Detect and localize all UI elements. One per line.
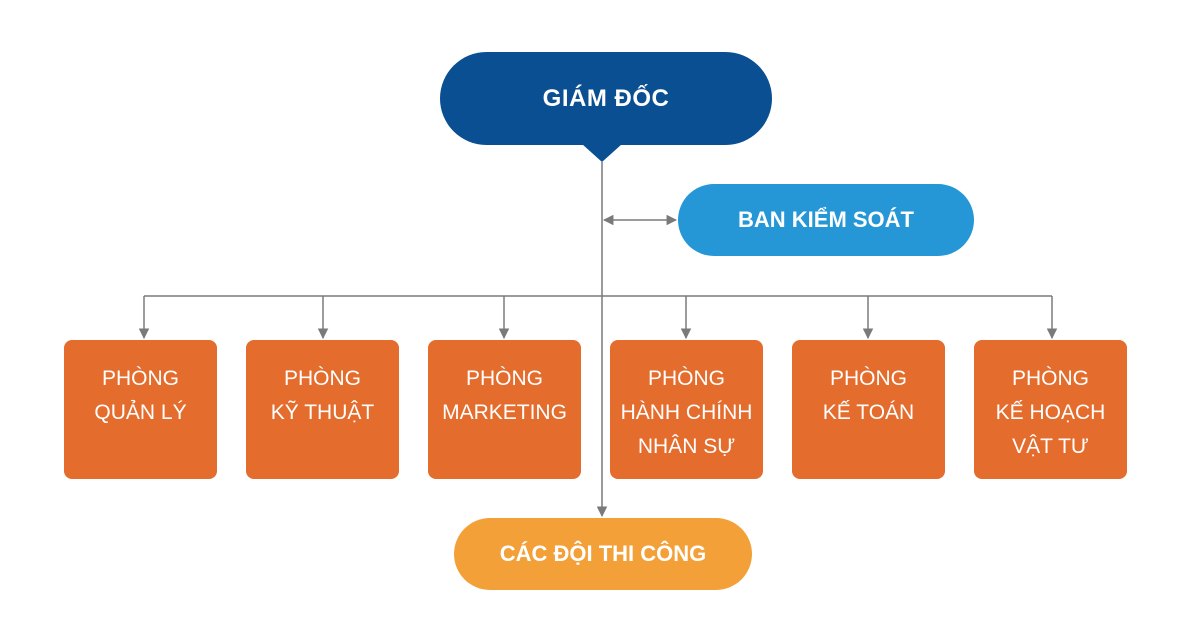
- director-label: GIÁM ĐỐC: [542, 84, 670, 112]
- department-label: PHÒNG KẾ HOẠCH VẬT TƯ: [995, 367, 1106, 458]
- department-label: PHÒNG MARKETING: [442, 367, 567, 424]
- department-label: PHÒNG HÀNH CHÍNH NHÂN SỰ: [620, 367, 753, 458]
- department-planning-supplies-node: PHÒNG KẾ HOẠCH VẬT TƯ: [974, 340, 1127, 479]
- department-label: PHÒNG KỸ THUẬT: [270, 367, 375, 424]
- department-label: PHÒNG QUẢN LÝ: [94, 367, 187, 424]
- control-board-node: BAN KIỂM SOÁT: [678, 184, 974, 256]
- construction-teams-node: CÁC ĐỘI THI CÔNG: [454, 518, 752, 590]
- department-marketing-node: PHÒNG MARKETING: [428, 340, 581, 479]
- department-label: PHÒNG KẾ TOÁN: [822, 367, 915, 424]
- department-technical-node: PHÒNG KỸ THUẬT: [246, 340, 399, 479]
- department-management-node: PHÒNG QUẢN LÝ: [64, 340, 217, 479]
- department-accounting-node: PHÒNG KẾ TOÁN: [792, 340, 945, 479]
- department-hr-admin-node: PHÒNG HÀNH CHÍNH NHÂN SỰ: [610, 340, 763, 479]
- director-node: GIÁM ĐỐC: [440, 52, 772, 162]
- construction-teams-label: CÁC ĐỘI THI CÔNG: [499, 541, 707, 566]
- control-board-label: BAN KIỂM SOÁT: [738, 207, 914, 232]
